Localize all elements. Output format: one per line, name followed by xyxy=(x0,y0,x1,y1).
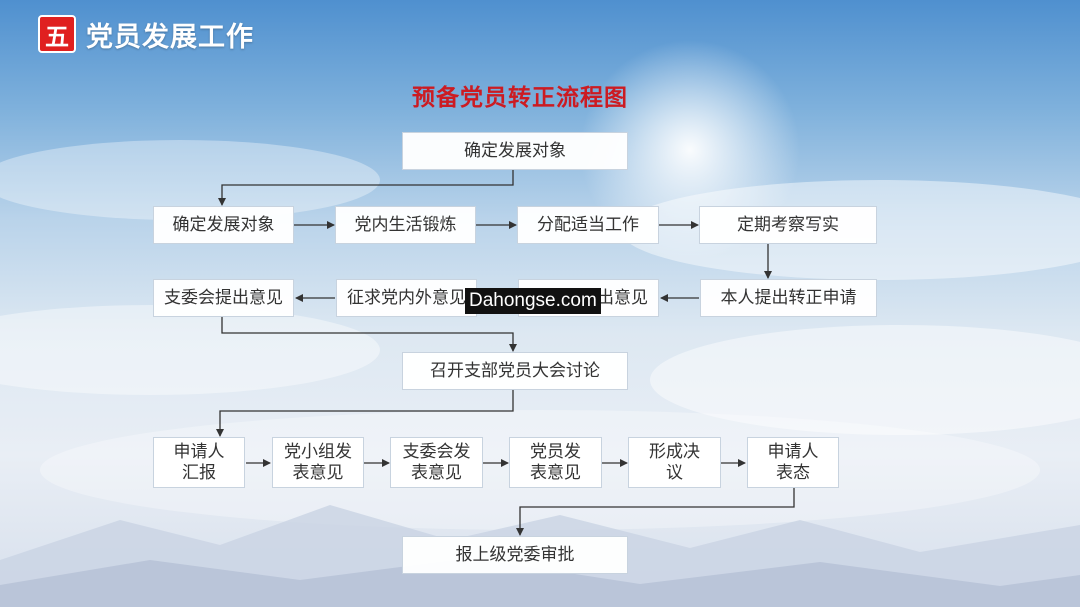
watermark-label: Dahongse.com xyxy=(465,288,601,314)
node-form-resolution: 形成决 议 xyxy=(628,437,721,488)
node-confirm-target-top: 确定发展对象 xyxy=(402,132,628,170)
flowchart-title: 预备党员转正流程图 xyxy=(412,85,628,111)
node-applicant-report: 申请人 汇报 xyxy=(153,437,245,488)
node-apply-regularization: 本人提出转正申请 xyxy=(700,279,877,317)
connector-n15-n16 xyxy=(516,488,795,536)
section-title: 党员发展工作 xyxy=(86,21,254,53)
node-member-statement: 党员发 表意见 xyxy=(509,437,602,488)
node-party-life-training: 党内生活锻炼 xyxy=(335,206,476,244)
node-confirm-target: 确定发展对象 xyxy=(153,206,294,244)
section-number-badge: 五 xyxy=(38,15,76,53)
section-header: 五 党员发展工作 xyxy=(38,14,254,54)
node-applicant-position: 申请人 表态 xyxy=(747,437,839,488)
node-branch-meeting: 召开支部党员大会讨论 xyxy=(402,352,628,390)
node-group-statement: 党小组发 表意见 xyxy=(272,437,364,488)
node-report-superior: 报上级党委审批 xyxy=(402,536,628,574)
node-regular-inspection: 定期考察写实 xyxy=(699,206,877,244)
node-assign-work: 分配适当工作 xyxy=(517,206,659,244)
connector-n9-n10 xyxy=(216,390,514,437)
node-solicit-opinions: 征求党内外意见 xyxy=(336,279,477,317)
node-branch-committee-opinion: 支委会提出意见 xyxy=(153,279,294,317)
connector-n8-n9 xyxy=(221,317,517,352)
node-committee-statement: 支委会发 表意见 xyxy=(390,437,483,488)
connector-n0-n1 xyxy=(218,170,514,206)
